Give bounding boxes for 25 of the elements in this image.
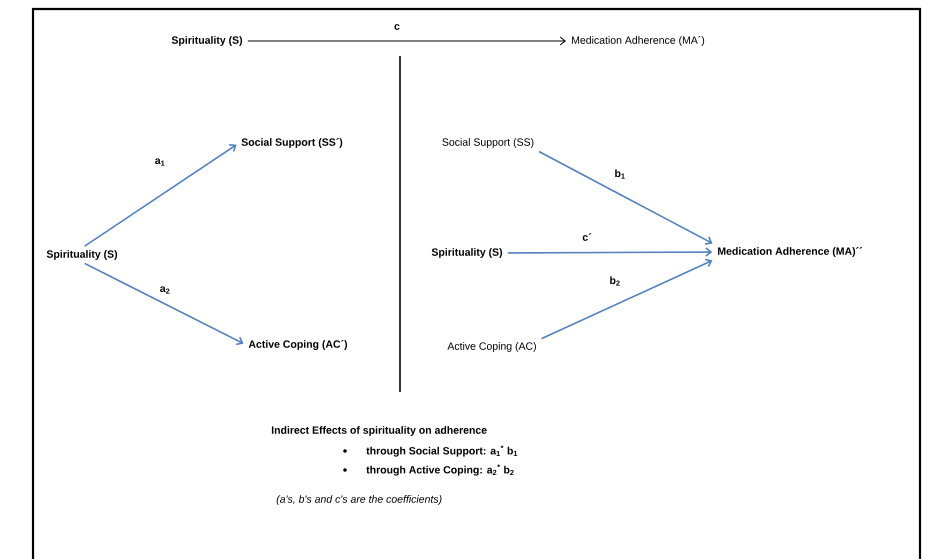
arrow bbox=[541, 258, 712, 340]
arrow bbox=[247, 36, 566, 46]
node-label: Spirituality (S) bbox=[432, 248, 502, 258]
node-label: Active Coping (AC) bbox=[447, 342, 536, 352]
node-label: Active Coping (AC´) bbox=[248, 340, 348, 350]
node-label: Medication Adherence (MA´) bbox=[572, 36, 704, 46]
note-text: Indirect Effects of spirituality on adherence bbox=[272, 426, 487, 436]
edge-label: a$_{2}$ bbox=[158, 285, 172, 295]
node-label: Social Support (SS´) bbox=[242, 138, 342, 148]
edge-label: a$_{1}$ bbox=[154, 157, 166, 167]
node-label: Spirituality (S) bbox=[172, 36, 242, 46]
edge-label: b$_{2}$ bbox=[608, 275, 622, 287]
arrow bbox=[84, 262, 244, 346]
note-text: through Social Support: a$_{1}$$^{*}$ b$_{1}$ bbox=[366, 445, 518, 457]
arrow bbox=[508, 247, 712, 257]
note-text: through Active Coping: a$_{2}$$^{*}$ b$_{2}$ bbox=[366, 464, 514, 476]
node-label: Social Support (SS) bbox=[442, 138, 534, 148]
arrow bbox=[538, 150, 713, 245]
edge-label: c´ bbox=[581, 232, 593, 242]
edge-label: c bbox=[393, 23, 401, 31]
edge-label: b$_{1}$ bbox=[614, 168, 626, 180]
arrow bbox=[84, 144, 237, 247]
note-text: (a's, b's and c's are the coefficients) bbox=[276, 495, 442, 505]
node-label: Medication Adherence (MA)´´ bbox=[718, 247, 862, 257]
node-label: Spirituality (S) bbox=[46, 250, 118, 260]
